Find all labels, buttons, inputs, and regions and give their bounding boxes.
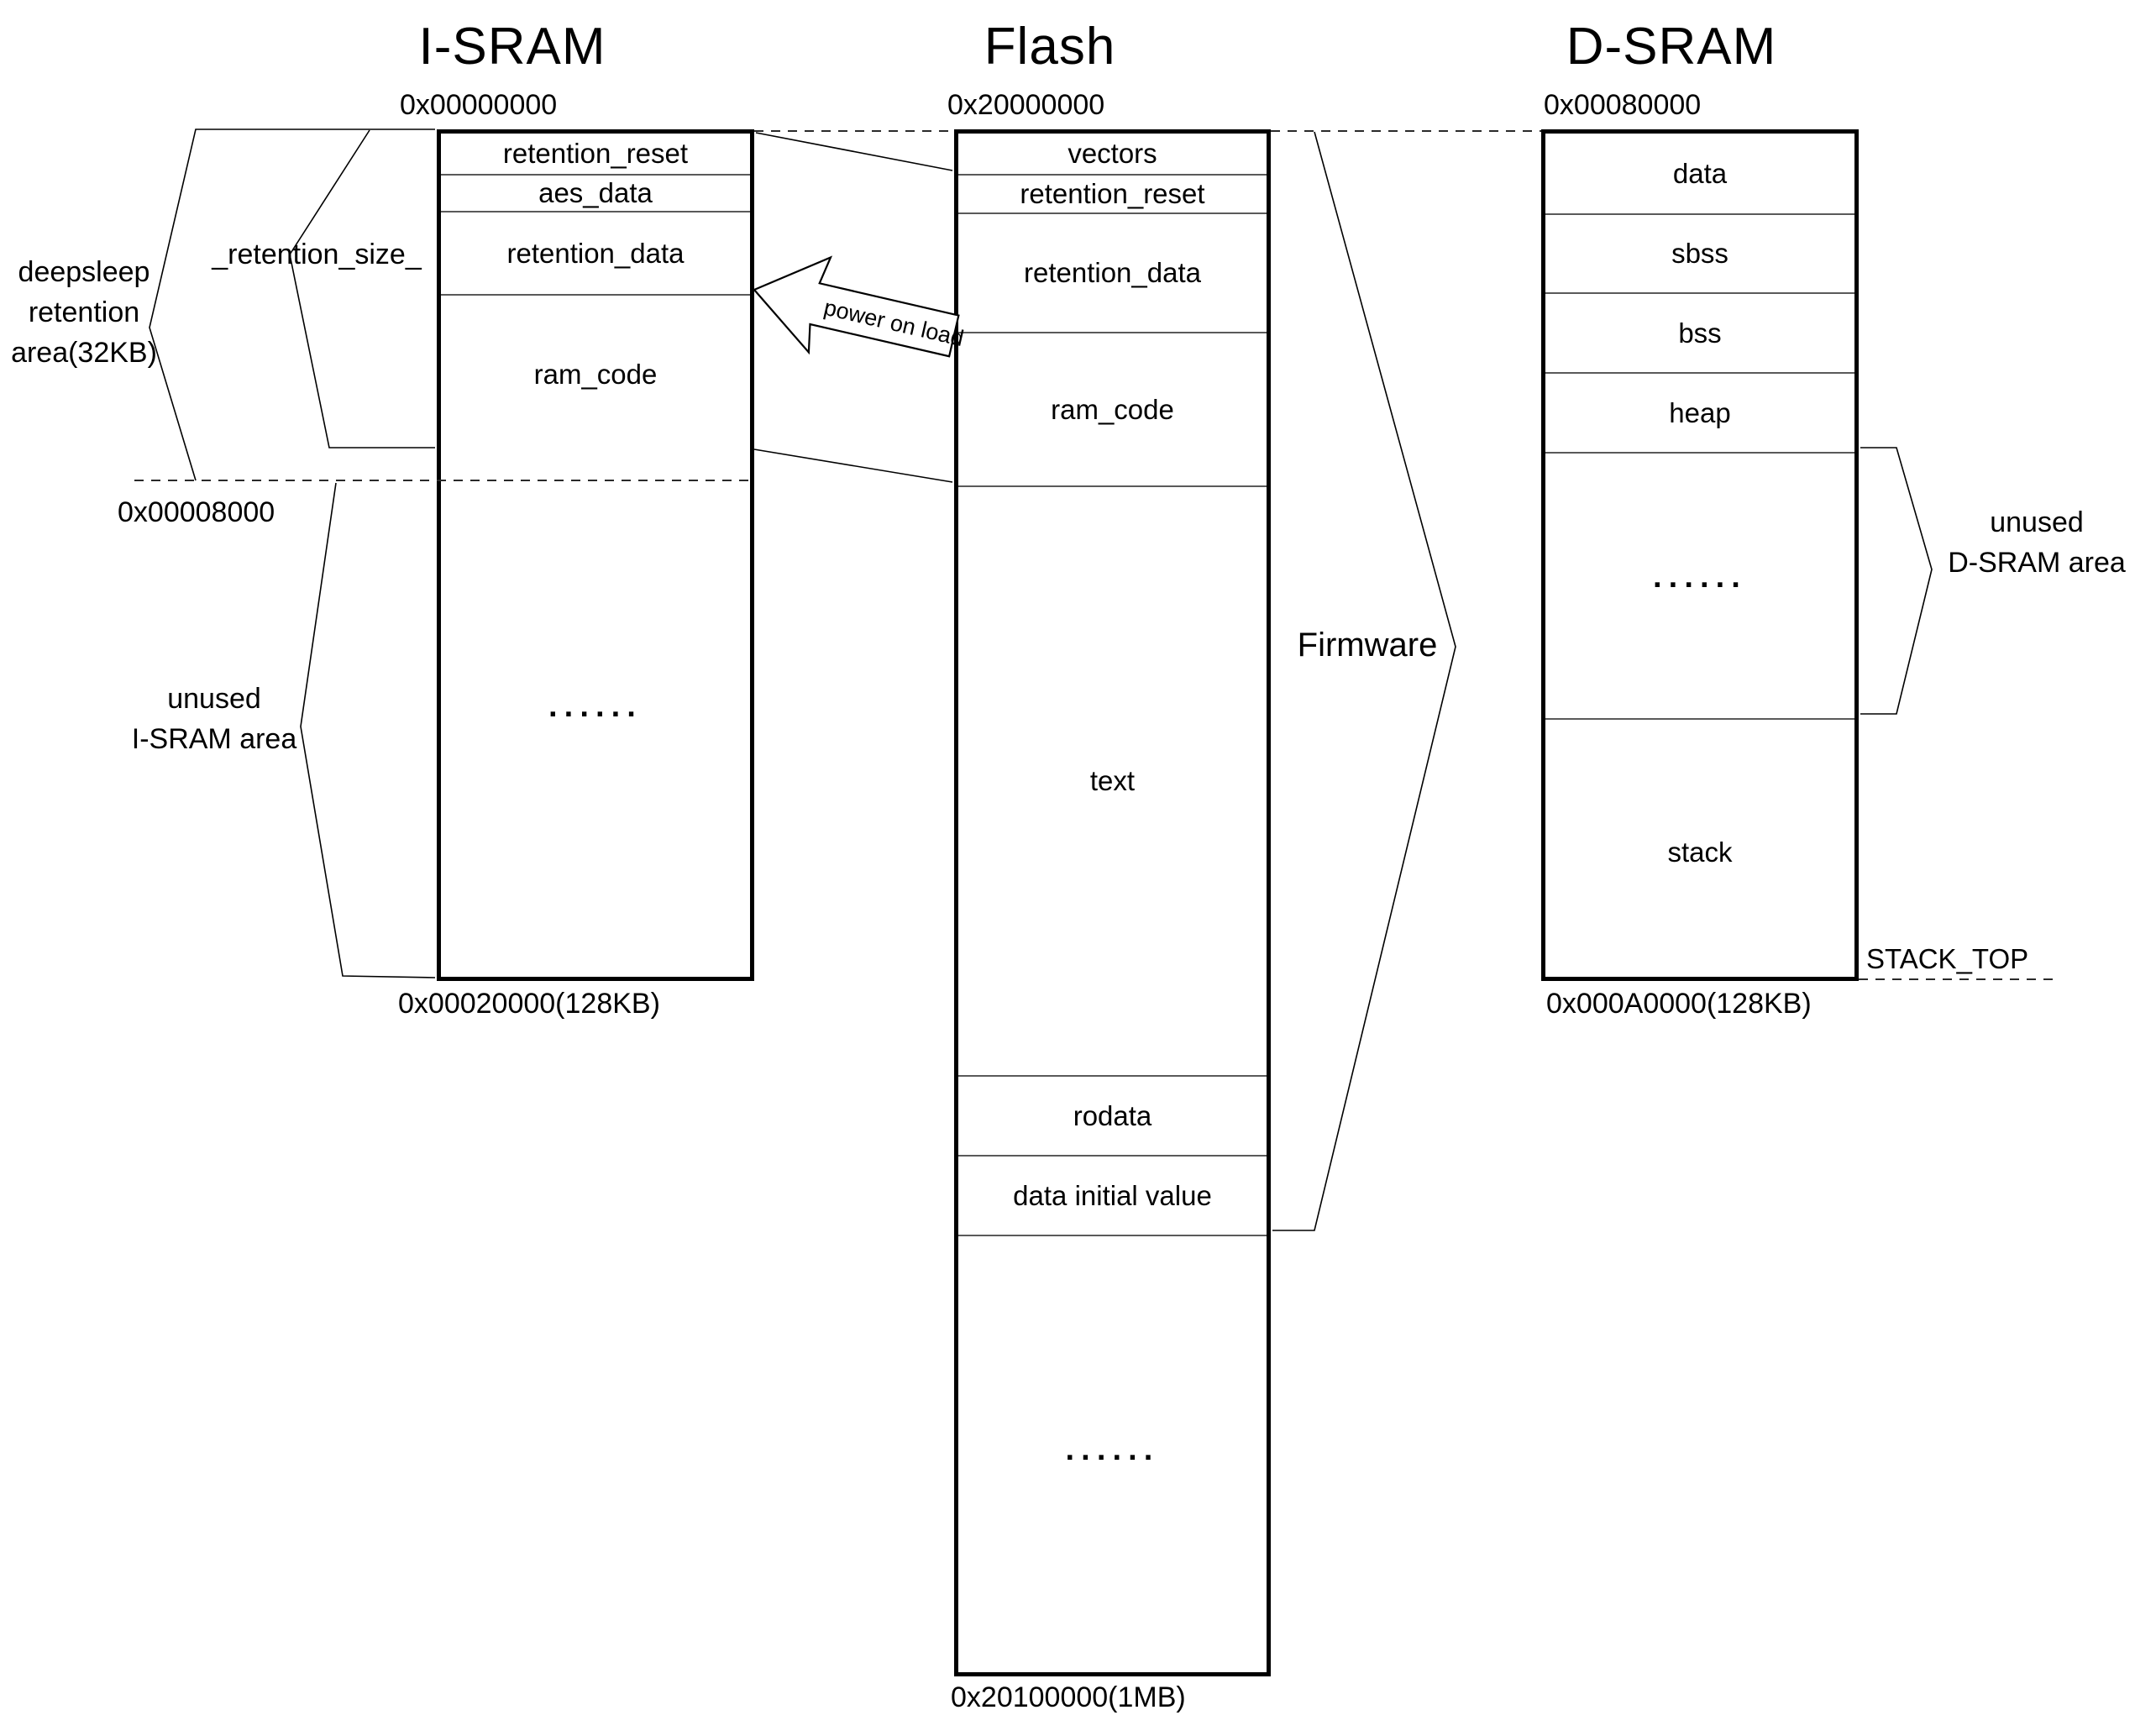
unused-dsram-line2: D-SRAM area (1948, 547, 2126, 579)
flash-section-ram-code: ram_code (958, 332, 1267, 485)
flash-box: vectors retention_reset retention_data r… (954, 129, 1271, 1676)
deepsleep-note-line3: area(32KB) (11, 337, 157, 369)
deepsleep-retention-note: deepsleep retention area(32KB) (4, 252, 164, 373)
map-line-retention-top (755, 132, 953, 171)
flash-section-vectors: vectors (958, 134, 1267, 174)
flash-section-retention-data-label: retention_data (1023, 257, 1201, 288)
dsram-section-data-label: data (1672, 157, 1728, 189)
isram-section-aes-data-label: aes_data (538, 177, 653, 208)
firmware-label: Firmware (1297, 627, 1438, 664)
flash-section-retention-reset-label: retention_reset (1020, 178, 1205, 209)
isram-section-ram-code: ram_code (441, 294, 750, 454)
flash-section-data-initial-value-label: data initial value (1013, 1179, 1212, 1211)
isram-section-unused-label: ······ (548, 697, 643, 732)
isram-section-retention-data-label: retention_data (506, 237, 685, 269)
unused-isram-line1: unused (167, 683, 261, 715)
flash-section-retention-reset: retention_reset (958, 174, 1267, 212)
flash-addr-top: 0x20000000 (947, 89, 1105, 121)
dsram-section-heap: heap (1545, 372, 1854, 452)
dsram-section-data: data (1545, 134, 1854, 213)
flash-section-data-initial-value: data initial value (958, 1155, 1267, 1235)
flash-title: Flash (984, 18, 1116, 76)
flash-section-rodata-label: rodata (1073, 1099, 1152, 1131)
isram-section-unused: ······ (441, 454, 750, 977)
unused-isram-brace (300, 482, 436, 978)
retention-size-label: _retention_size_ (212, 239, 422, 270)
isram-box: retention_reset aes_data retention_data … (437, 129, 754, 981)
isram-section-ram-code-label: ram_code (533, 359, 658, 390)
flash-section-text-label: text (1089, 765, 1136, 796)
flash-section-rodata: rodata (958, 1075, 1267, 1155)
flash-section-unused: ······ (958, 1235, 1267, 1681)
retention-size-brace (289, 129, 435, 448)
stack-top-label: STACK_TOP (1866, 943, 2029, 974)
dsram-section-bss: bss (1545, 292, 1854, 372)
dsram-section-bss-label: bss (1678, 317, 1722, 349)
unused-isram-note: unused I-SRAM area (109, 679, 319, 759)
deepsleep-note-line2: retention (28, 296, 140, 328)
dsram-section-unused: ······ (1545, 452, 1854, 718)
isram-title: I-SRAM (418, 18, 606, 76)
isram-section-retention-reset: retention_reset (441, 134, 750, 174)
flash-section-vectors-label: vectors (1068, 138, 1157, 169)
flash-section-ram-code-label: ram_code (1051, 393, 1174, 425)
deepsleep-retention-brace (149, 129, 435, 481)
dsram-title: D-SRAM (1566, 18, 1777, 76)
unused-dsram-brace (1860, 447, 1933, 715)
flash-section-unused-label: ······ (1065, 1440, 1160, 1476)
map-line-ram-code-bottom (753, 448, 953, 483)
dsram-section-heap-label: heap (1669, 396, 1731, 428)
power-on-load-arrow-text: power on load (821, 295, 966, 351)
dsram-addr-bottom: 0x000A0000(128KB) (1546, 988, 1812, 1020)
unused-dsram-line1: unused (1990, 506, 2084, 538)
isram-section-aes-data: aes_data (441, 174, 750, 211)
deepsleep-note-line1: deepsleep (18, 256, 150, 288)
mid-address-label: 0x00008000 (118, 496, 275, 528)
dsram-box: data sbss bss heap ······ stack (1541, 129, 1859, 981)
dsram-addr-top: 0x00080000 (1544, 89, 1702, 121)
dsram-section-stack: stack (1545, 718, 1854, 985)
firmware-brace (1272, 131, 1456, 1231)
unused-isram-line2: I-SRAM area (131, 723, 297, 755)
isram-addr-bottom: 0x00020000(128KB) (398, 988, 660, 1020)
flash-section-retention-data: retention_data (958, 212, 1267, 332)
dsram-section-sbss: sbss (1545, 213, 1854, 292)
power-on-load-arrow: power on load (753, 255, 966, 358)
dsram-section-stack-label: stack (1667, 837, 1733, 868)
flash-section-text: text (958, 485, 1267, 1075)
power-on-load-arrow-shape (753, 255, 960, 358)
dsram-section-sbss-label: sbss (1671, 238, 1728, 269)
isram-section-retention-reset-label: retention_reset (502, 138, 689, 169)
isram-section-retention-data: retention_data (441, 211, 750, 294)
dsram-section-unused-label: ······ (1653, 568, 1747, 603)
flash-addr-bottom: 0x20100000(1MB) (951, 1681, 1186, 1713)
isram-addr-top: 0x00000000 (400, 89, 558, 121)
unused-dsram-note: unused D-SRAM area (1923, 502, 2150, 583)
